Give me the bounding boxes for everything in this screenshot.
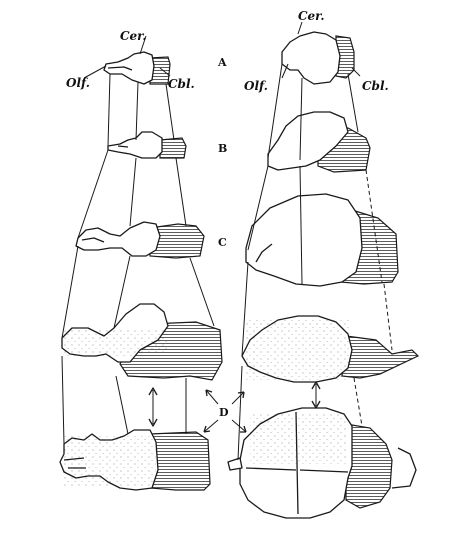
label-olf-left: Olf. — [66, 76, 90, 90]
brain-left-row-a — [103, 51, 171, 85]
brain-right-row-c — [245, 193, 399, 287]
brain-right-row-d-dorsal — [227, 407, 417, 519]
label-olf-right: Olf. — [244, 79, 268, 93]
arrows — [83, 21, 361, 433]
row-label-d: D — [219, 406, 229, 419]
label-cer-right: Cer. — [298, 9, 325, 23]
brain-left-row-b — [107, 131, 187, 159]
brain-left-row-d-dorsal — [59, 429, 211, 491]
brain-left-row-d-side — [61, 303, 223, 381]
brain-left-row-c — [75, 221, 205, 259]
brain-right-row-a — [281, 31, 355, 85]
brain-right-row-d-side — [241, 315, 420, 383]
right-column-dorsal-views — [227, 31, 420, 519]
label-cbl-right: Cbl. — [362, 79, 389, 93]
brain-right-row-b — [267, 111, 371, 173]
label-cbl-left: Cbl. — [168, 77, 195, 91]
left-column-lateral-views — [59, 51, 223, 491]
label-cer-left: Cer. — [120, 29, 147, 43]
row-label-c: C — [218, 236, 227, 249]
row-label-b: B — [218, 142, 227, 155]
right-guide-lines — [237, 63, 393, 461]
left-guide-lines — [61, 73, 215, 445]
row-label-a: A — [217, 56, 227, 69]
